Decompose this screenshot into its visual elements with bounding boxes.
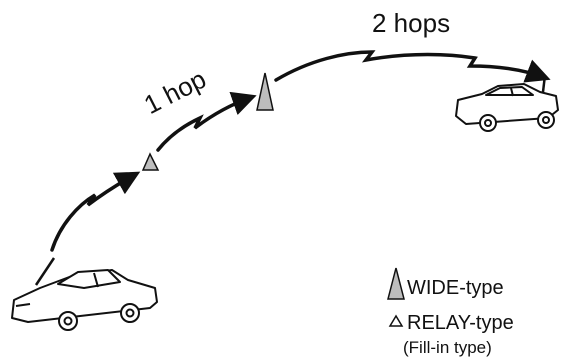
legend-relay-note: (Fill-in type) xyxy=(403,338,492,357)
radio-link-wide-to-car xyxy=(274,50,551,83)
radio-link-relay-to-wide xyxy=(156,91,257,152)
start-car-icon xyxy=(11,257,158,331)
legend-relay-label: RELAY-type xyxy=(407,312,514,334)
wide-station-icon xyxy=(256,72,274,111)
legend-wide-label: WIDE-type xyxy=(407,277,504,299)
legend-wide-icon xyxy=(387,267,405,300)
two-hops-label: 2 hops xyxy=(372,8,451,38)
end-car-icon xyxy=(455,74,559,132)
relay-station-icon xyxy=(141,152,160,171)
radio-link-car-to-relay xyxy=(50,171,141,252)
legend-relay-icon xyxy=(388,314,404,327)
